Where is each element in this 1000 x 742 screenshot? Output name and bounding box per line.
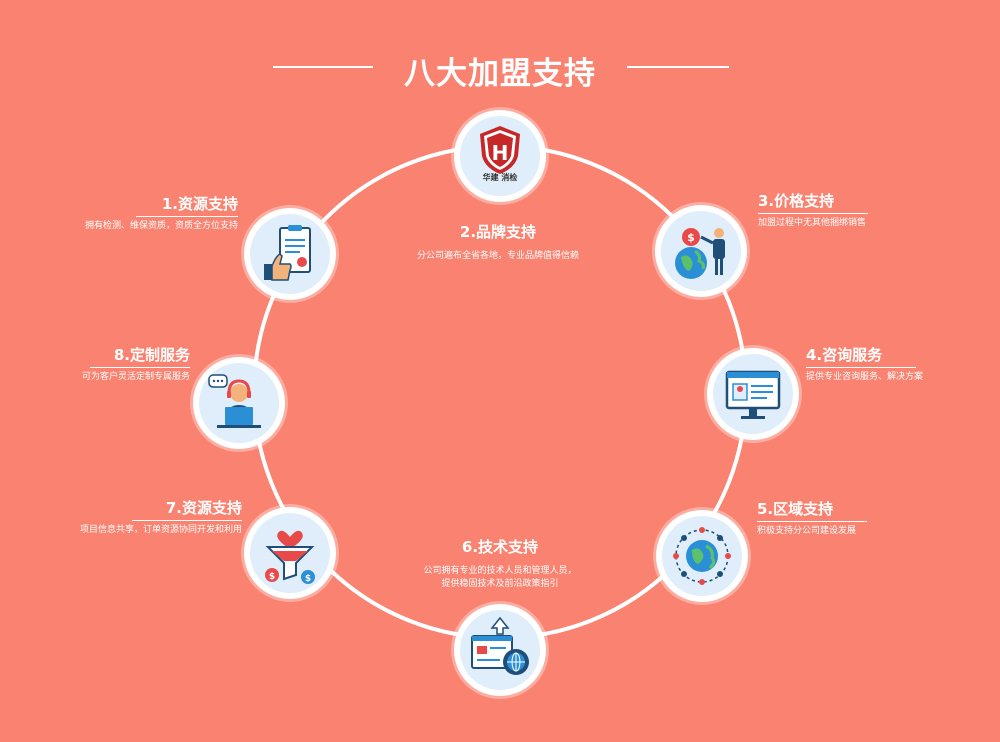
- item-7-underline: [132, 520, 242, 521]
- item-4-desc: 提供专业咨询服务、解决方案: [806, 372, 924, 382]
- item-8-name: 8.定制服务: [113, 346, 190, 364]
- page-title: 八大加盟支持: [404, 56, 596, 92]
- item-7-name: 7.资源支持: [165, 499, 242, 517]
- item-2-name: 2.品牌支持: [459, 223, 537, 241]
- svg-text:$: $: [305, 574, 311, 584]
- item-8-underline: [90, 367, 190, 368]
- label-item-3: 3.价格支持 加盟过程中无其他捆绑销售: [758, 190, 928, 230]
- item-6-name: 6.技术支持: [461, 538, 539, 556]
- clipboard-thumbs-up-icon: [264, 225, 311, 281]
- item-7-desc: 项目信息共享，订单资源协同开发和利用: [79, 525, 242, 535]
- globe-dollar-person-icon: $: [675, 228, 725, 279]
- item-3-underline: [758, 213, 868, 214]
- node-region-support: [656, 510, 748, 602]
- label-item-5: 5.区域支持 积极支持分公司建设发展: [757, 498, 927, 538]
- web-gear-icon: [471, 616, 529, 675]
- node-resource-support-7: $ $: [244, 507, 336, 599]
- brand-logo-node: H 华建 消检: [454, 110, 546, 202]
- svg-text:$: $: [269, 572, 275, 582]
- shield-logo-icon: H: [480, 126, 520, 174]
- item-3-name: 3.价格支持: [758, 192, 835, 210]
- svg-text:H: H: [492, 141, 509, 165]
- item-3-desc: 加盟过程中无其他捆绑销售: [758, 218, 867, 228]
- item-1-desc: 拥有检测、维保资质，资质全方位支持: [84, 221, 238, 231]
- item-5-name: 5.区域支持: [757, 500, 834, 518]
- item-5-underline: [757, 521, 867, 522]
- node-resource-support-1: [244, 208, 336, 300]
- label-item-7: 7.资源支持 项目信息共享，订单资源协同开发和利用: [36, 497, 242, 537]
- item-6-desc-line-2: 提供稳固技术及前沿政策指引: [441, 579, 559, 589]
- title-divider-left: [273, 66, 373, 68]
- title-area: 八大加盟支持: [0, 38, 1000, 92]
- item-1-underline: [136, 216, 238, 217]
- headset-laptop-icon: [208, 374, 261, 428]
- label-item-8: 8.定制服务 可为客户灵活定制专属服务: [40, 344, 190, 384]
- logo-caption: 华建 消检: [482, 173, 518, 182]
- item-4-name: 4.咨询服务: [806, 346, 883, 364]
- node-technical-support: [454, 604, 546, 696]
- item-4-underline: [806, 367, 916, 368]
- title-divider-right: [627, 66, 729, 68]
- item-5-desc: 积极支持分公司建设发展: [757, 526, 857, 536]
- item-8-desc: 可为客户灵活定制专属服务: [81, 372, 190, 382]
- label-item-4: 4.咨询服务 提供专业咨询服务、解决方案: [806, 344, 976, 384]
- funnel-heart-coins-icon: $ $: [265, 530, 315, 584]
- svg-text:$: $: [687, 231, 695, 244]
- node-consulting-service: [707, 348, 799, 440]
- label-item-6: 6.技术支持 公司拥有专业的技术人员和管理人员， 提供稳固技术及前沿政策指引: [380, 536, 620, 591]
- node-custom-service: [193, 357, 285, 449]
- item-1-name: 1.资源支持: [161, 195, 238, 213]
- item-6-desc-line-1: 公司拥有专业的技术人员和管理人员，: [423, 566, 577, 576]
- label-item-2: 2.品牌支持 分公司遍布全省各地，专业品牌值得信赖: [398, 221, 598, 263]
- node-price-support: $: [655, 205, 747, 297]
- label-item-1: 1.资源支持 拥有检测、维保资质，资质全方位支持: [56, 193, 238, 233]
- item-2-desc: 分公司遍布全省各地，专业品牌值得信赖: [416, 251, 579, 261]
- network-globe-icon: [673, 527, 731, 585]
- monitor-profile-icon: [725, 370, 781, 419]
